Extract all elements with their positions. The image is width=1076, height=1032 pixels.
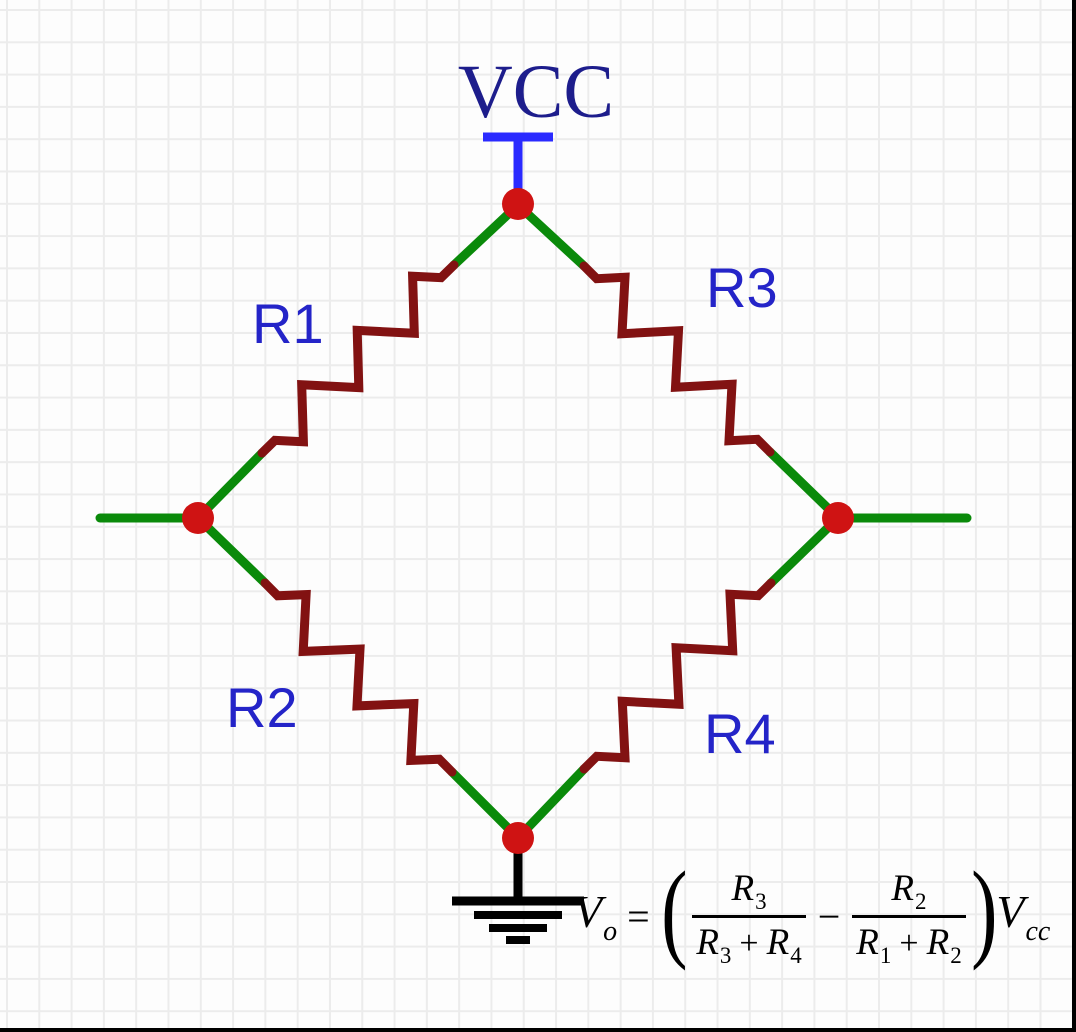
formula-lhs: Vo (574, 885, 618, 947)
junction-nodes (182, 188, 854, 854)
node-left[interactable] (182, 502, 214, 534)
vcc-net-label[interactable]: VCC (457, 50, 615, 134)
resistor-label-r4[interactable]: R4 (704, 702, 776, 765)
resistor-label-r1[interactable]: R1 (252, 292, 324, 355)
node-top[interactable] (502, 188, 534, 220)
formula-vcc-factor: Vcc (996, 885, 1051, 947)
node-right[interactable] (822, 502, 854, 534)
plus-sign: + (899, 924, 919, 962)
open-paren: ( (660, 849, 688, 971)
resistor-r4[interactable] (579, 578, 776, 774)
node-bottom[interactable] (502, 822, 534, 854)
resistor-r1[interactable] (257, 260, 459, 458)
equals-sign: = (627, 893, 650, 939)
resistor-r3[interactable] (579, 261, 775, 457)
resistor-r2[interactable] (260, 578, 457, 777)
fraction-term-1: R3 R3 + R4 (692, 869, 806, 967)
resistor-label-r2[interactable]: R2 (226, 676, 298, 739)
output-voltage-formula: Vo = ( R3 R3 + R4 − R2 R1 + R2 ) Vcc (574, 849, 1051, 976)
minus-sign: − (817, 893, 841, 939)
plus-sign: + (739, 924, 759, 962)
resistor-label-r3[interactable]: R3 (706, 256, 778, 319)
fraction-term-2: R2 R1 + R2 (852, 869, 966, 967)
close-paren: ) (970, 849, 998, 971)
